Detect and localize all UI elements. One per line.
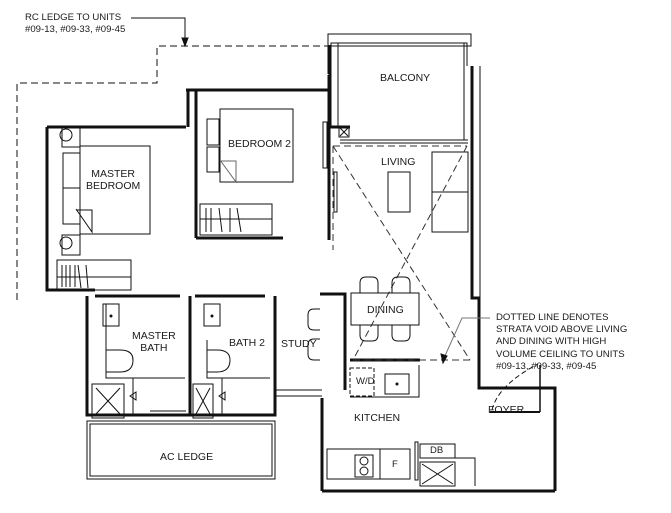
room-label-wd: W/D: [356, 376, 375, 387]
rc-ledge-outline: [16, 45, 330, 300]
strata-void-note-line5: #09-13, #09-33, #09-45: [496, 360, 597, 372]
room-label-balcony: BALCONY: [380, 72, 431, 84]
master-bedroom-line2: BEDROOM: [86, 180, 141, 192]
master-bedroom-line1: MASTER: [91, 168, 136, 180]
rc-ledge-note-line1: RC LEDGE TO UNITS: [25, 12, 122, 23]
strata-void-note: DOTTED LINE DENOTES STRATA VOID ABOVE LI…: [496, 312, 627, 373]
room-label-master-bedroom: MASTER BEDROOM: [86, 168, 140, 192]
room-label-ac-ledge: AC LEDGE: [160, 451, 214, 463]
room-label-master-bath: MASTER BATH: [132, 330, 176, 354]
strata-void-note-line3: AND DINING WITH HIGH: [496, 336, 607, 348]
room-label-dining: DINING: [367, 304, 404, 316]
strata-void-note-line2: STRATA VOID ABOVE LIVING: [496, 324, 628, 336]
room-label-study: STUDY: [281, 338, 317, 350]
rc-ledge-note-line2: #09-13, #09-33, #09-45: [25, 24, 126, 36]
label-db: DB: [430, 445, 444, 456]
master-bath-line1: MASTER: [132, 330, 176, 342]
room-label-bath-2: BATH 2: [229, 337, 265, 349]
room-label-bedroom-2: BEDROOM 2: [228, 138, 292, 150]
strata-void-note-line1: DOTTED LINE DENOTES: [496, 312, 609, 323]
label-fridge: F: [392, 459, 398, 470]
master-bath-line2: BATH: [140, 342, 168, 354]
room-label-living: LIVING: [381, 156, 416, 168]
room-label-foyer: FOYER: [488, 404, 525, 416]
room-label-kitchen: KITCHEN: [354, 412, 401, 424]
rc-ledge-note: RC LEDGE TO UNITS #09-13, #09-33, #09-45: [25, 12, 125, 36]
strata-void-note-line4: VOLUME CEILING TO UNITS: [496, 348, 625, 360]
